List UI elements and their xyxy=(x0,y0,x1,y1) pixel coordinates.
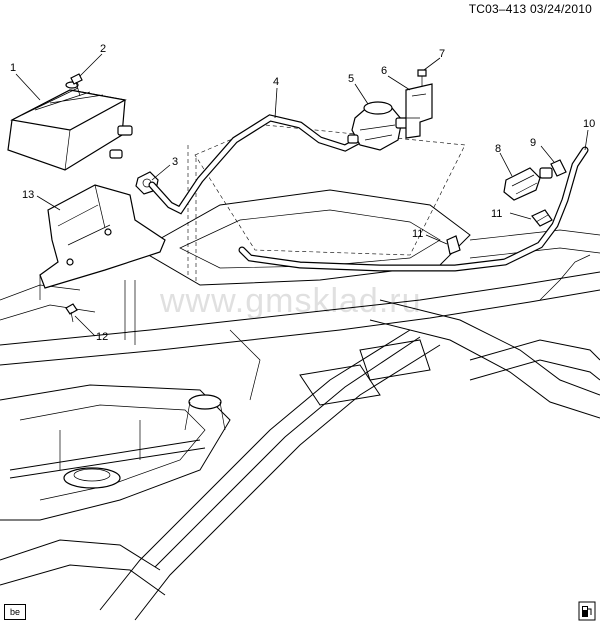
callout-11-lower: 11 xyxy=(412,228,423,240)
vent-hose-4 xyxy=(148,114,364,215)
callout-11-upper: 11 xyxy=(491,208,502,220)
callout-10: 10 xyxy=(583,118,595,130)
callout-leaders xyxy=(15,53,589,337)
callout-5: 5 xyxy=(348,73,354,85)
clip-11-lower xyxy=(446,235,461,255)
vent-solenoid-5 xyxy=(347,101,411,151)
callout-7: 7 xyxy=(439,48,445,60)
clip-9 xyxy=(550,159,567,177)
screw-7 xyxy=(417,69,427,86)
evap-canister xyxy=(7,81,133,171)
callout-6: 6 xyxy=(381,65,387,77)
callout-2: 2 xyxy=(100,43,106,55)
callout-9: 9 xyxy=(530,137,536,149)
evap-pipe-10 xyxy=(238,146,589,272)
view-tag: be xyxy=(4,604,26,620)
vehicle-frame xyxy=(0,189,600,621)
callout-12: 12 xyxy=(96,331,108,343)
solenoid-bracket-6 xyxy=(405,83,433,139)
canister-bracket xyxy=(39,184,166,300)
callout-13: 13 xyxy=(22,189,34,201)
fuel-pump-icon xyxy=(578,601,596,621)
callout-1: 1 xyxy=(10,62,16,74)
callout-3: 3 xyxy=(172,156,178,168)
bolt-2 xyxy=(70,73,83,97)
callout-labels: 1 2 3 4 5 6 7 8 9 10 11 11 12 13 xyxy=(10,43,595,343)
clip-11-upper xyxy=(531,209,553,227)
callout-4: 4 xyxy=(273,76,279,88)
bolt-12 xyxy=(65,303,78,323)
callout-8: 8 xyxy=(495,143,501,155)
diagram-code-date: TC03–413 03/24/2010 xyxy=(468,2,592,16)
watermark-text: www.gmsklad.ru xyxy=(159,282,422,320)
filter-8 xyxy=(503,167,553,201)
